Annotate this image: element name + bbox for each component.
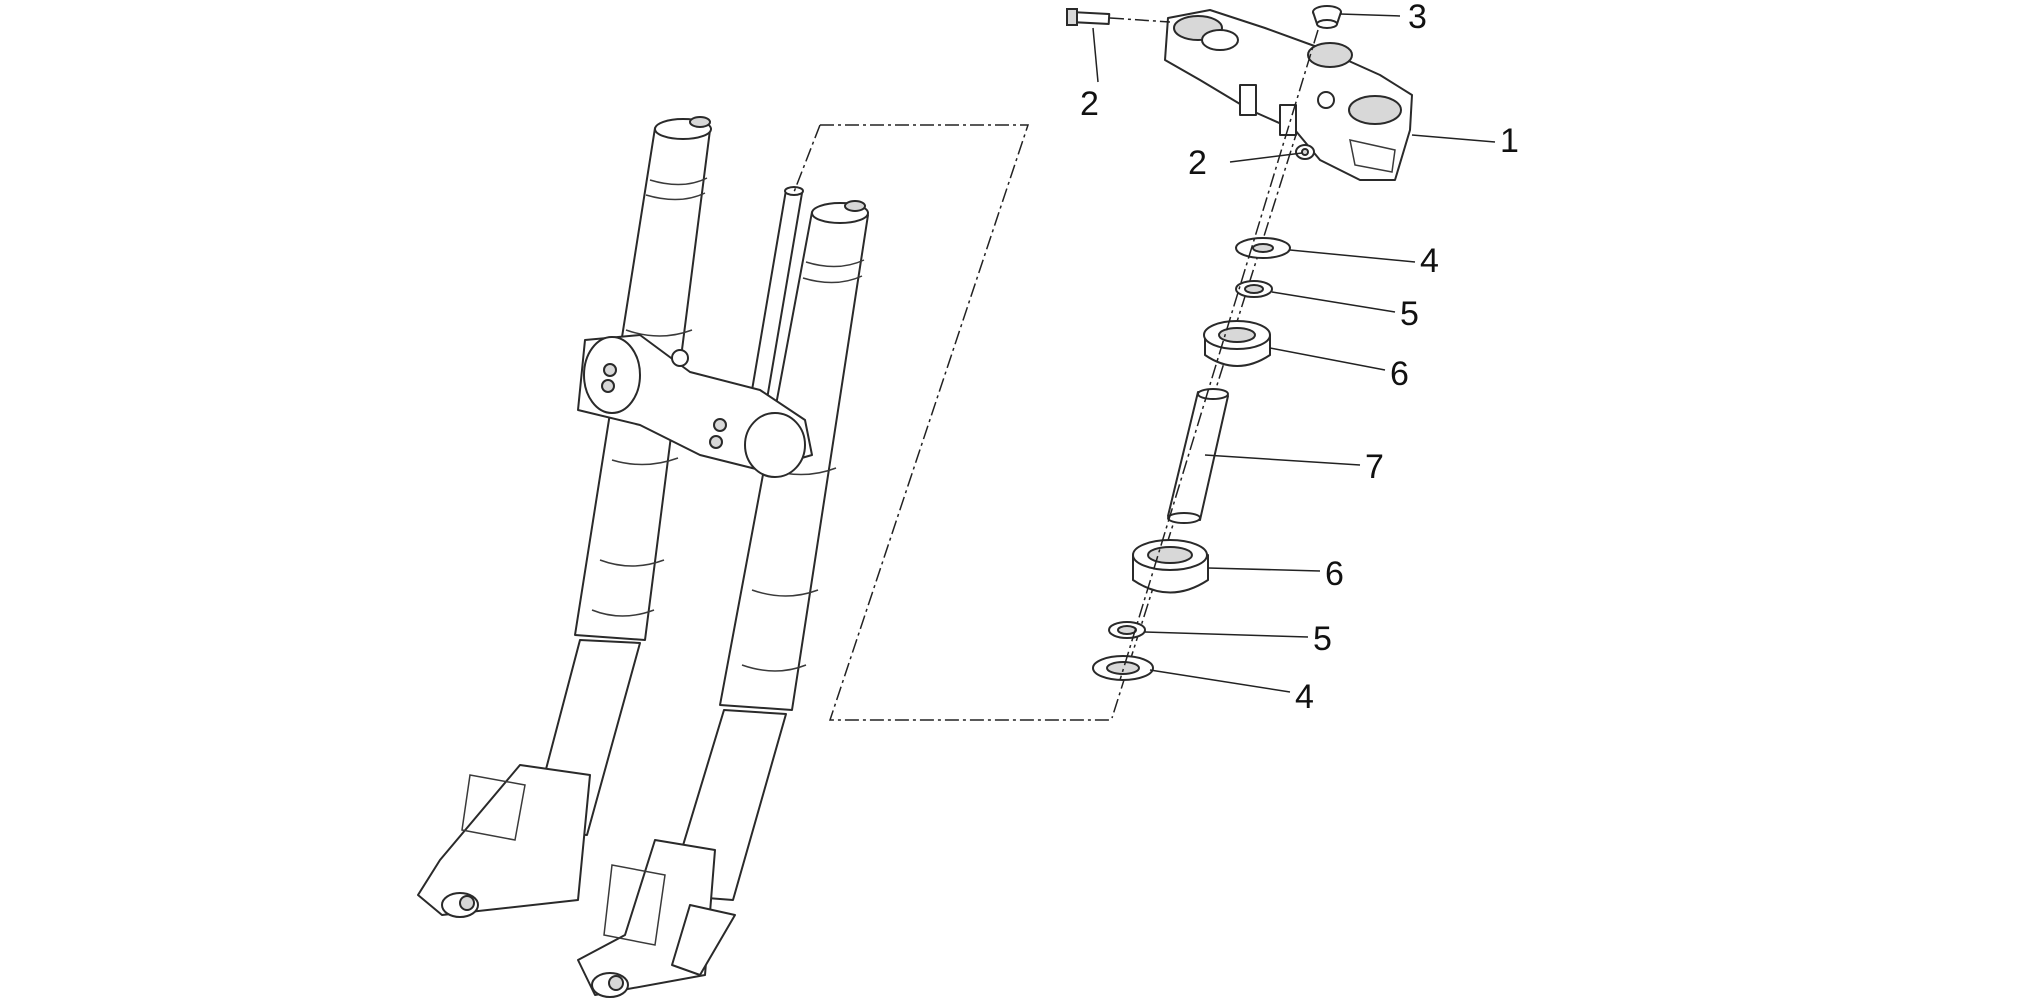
callout-steering-tube: 7 — [1365, 448, 1384, 486]
lower-triple-clamp — [577, 334, 813, 478]
bearing-upper — [1203, 320, 1271, 367]
left-fork-leg — [417, 116, 712, 918]
explode-frame — [793, 102, 1307, 721]
bolt-axis — [1109, 17, 1171, 23]
leader-lines — [1092, 13, 1496, 693]
steering-tube — [1167, 388, 1229, 524]
washer-upper — [1235, 237, 1291, 259]
callout-washer-lower: 4 — [1295, 678, 1314, 716]
callout-bearing-upper: 6 — [1390, 355, 1409, 393]
callout-bearing-lower: 6 — [1325, 555, 1344, 593]
ring-upper — [1235, 280, 1273, 298]
callout-washer-upper: 4 — [1420, 242, 1439, 280]
callout-top-clamp: 1 — [1500, 122, 1519, 160]
callout-ring-lower: 5 — [1313, 620, 1332, 658]
cap — [1312, 5, 1342, 29]
ring-lower — [1108, 621, 1146, 639]
bolt-center — [1295, 144, 1315, 160]
washer-lower — [1092, 655, 1154, 681]
callout-bolt-center: 2 — [1188, 144, 1207, 182]
callout-bolt-left: 2 — [1080, 85, 1099, 123]
callout-cap: 3 — [1408, 0, 1427, 36]
bearing-lower — [1132, 539, 1209, 594]
axis-centerline — [1119, 29, 1319, 681]
callout-labels: 1 2 2 3 4 4 5 5 6 6 7 — [1080, 0, 1519, 716]
bolt-left — [1066, 8, 1111, 26]
callout-ring-upper: 5 — [1400, 295, 1419, 333]
top-triple-clamp — [1164, 9, 1413, 181]
